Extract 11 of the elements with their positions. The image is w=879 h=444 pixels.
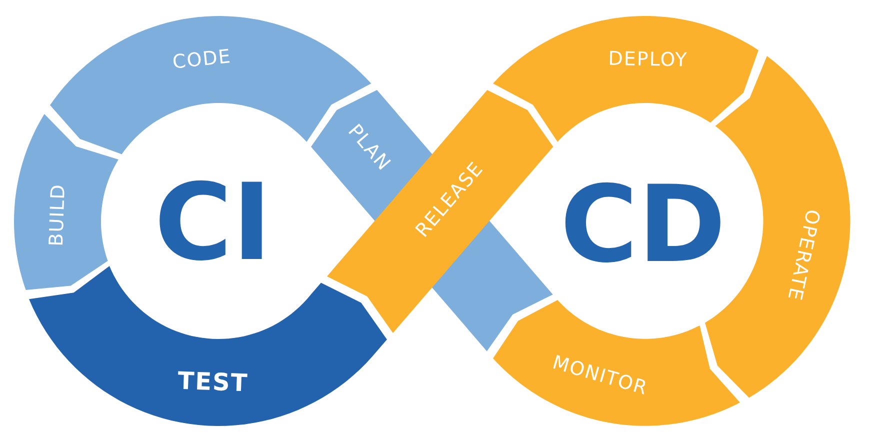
curved-arrow-segment	[492, 300, 740, 426]
stage-label: TEST	[178, 369, 249, 396]
stage-label: DEPLOY	[608, 49, 688, 70]
curved-arrow-segment	[29, 266, 388, 426]
stage-label: BUILD	[47, 184, 68, 248]
stage-label: OPERATE	[784, 207, 822, 302]
center-label: CD	[560, 172, 726, 278]
stage-label: CODE	[172, 48, 232, 73]
curved-arrow-segment	[492, 16, 758, 142]
curved-arrow-segment	[14, 114, 118, 290]
center-label: CI	[154, 170, 272, 276]
